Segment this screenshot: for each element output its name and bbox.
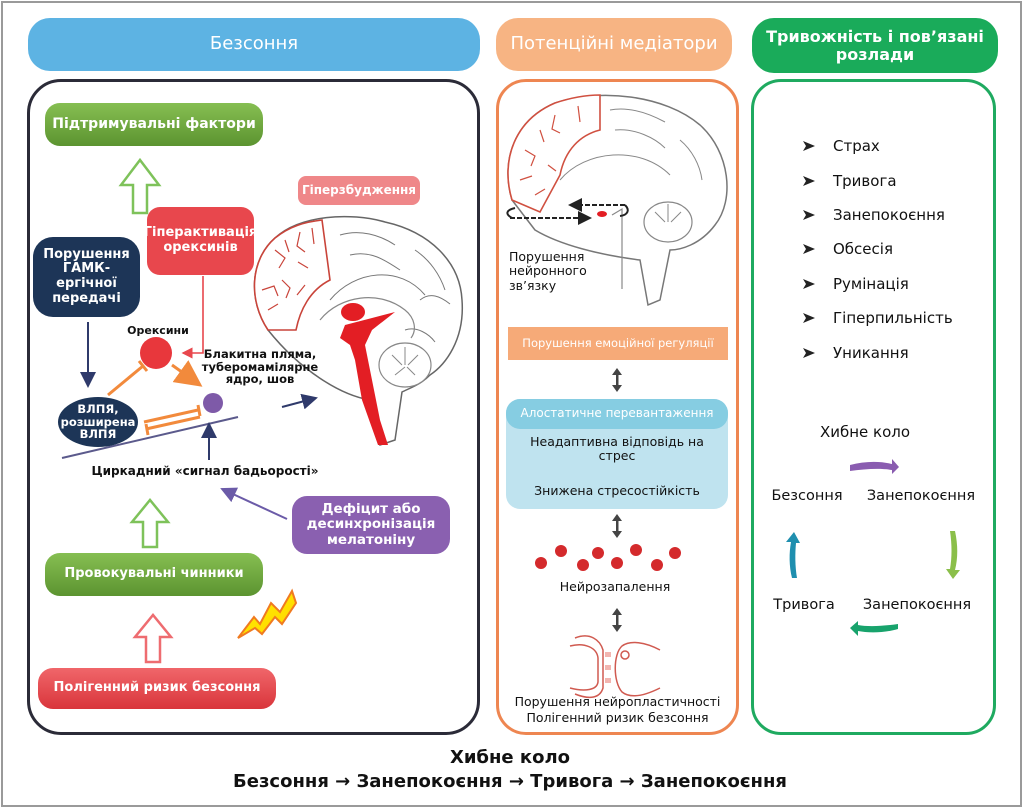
cycle-bottom-left: Тривога (773, 597, 835, 613)
arrowhead-bullet-icon (803, 313, 815, 323)
arrowhead-bullet-icon (803, 141, 815, 151)
footer-title: Хибне коло (449, 747, 571, 768)
arrowhead-bullet-icon (803, 348, 815, 358)
double-arrow-2 (612, 514, 622, 538)
neural-connectivity-label: Порушення нейронного зв’язку (509, 249, 587, 293)
anxiety-header: Тривожність і пов’язані розлади (752, 18, 998, 73)
list-item: Страх (803, 137, 880, 155)
maladaptive-response-label: Неадаптивна відповідь на стрес (530, 434, 704, 464)
polygenic-risk-box: Полігенний ризик безсоння (38, 668, 276, 709)
brain-illustration-mediators (506, 94, 728, 307)
vlpo-box: ВЛПЯ, розширена ВЛПЯ (58, 397, 138, 447)
hyperarousal-label: Гіперзбудження (298, 176, 420, 205)
cycle-bottom-right: Занепокоєння (862, 597, 972, 613)
list-item-label: Занепокоєння (833, 206, 945, 224)
arrowhead-bullet-icon (803, 210, 815, 220)
allostatic-load-box: Алостатичне перевантаження Неадаптивна в… (506, 399, 728, 509)
list-item-label: Уникання (833, 344, 909, 362)
list-item: Обсесія (803, 240, 893, 258)
cycle-top-left: Безсоння (771, 488, 843, 504)
list-item: Румінація (803, 275, 909, 293)
anxiety-panel (751, 79, 996, 735)
cycle-top-right: Занепокоєння (866, 488, 976, 504)
cycle-arrow-green (946, 531, 960, 579)
arrowhead-bullet-icon (803, 176, 815, 186)
up-arrow-maintaining (118, 157, 162, 215)
neuroplasticity-label: Порушення нейропластичності (514, 694, 721, 709)
cycle-title: Хибне коло (819, 423, 911, 441)
footer-sequence: Безсоння → Занепокоєння → Тривога → Зане… (233, 771, 787, 792)
mediators-panel (496, 79, 739, 735)
double-arrow-3 (612, 608, 622, 632)
precipitating-factors-box: Провокувальні чинники (45, 553, 263, 596)
synapse-illustration (569, 635, 661, 699)
arousal-nuclei-label: Блакитна пляма, туберомамілярне ядро, шо… (201, 347, 319, 387)
list-item-label: Страх (833, 137, 880, 155)
brain-illustration-insomnia (253, 215, 463, 446)
cycle-arrow-teal (850, 621, 898, 636)
list-item: Уникання (803, 344, 909, 362)
list-item-label: Гіперпильність (833, 309, 953, 327)
list-item: Тривога (803, 172, 897, 190)
arousal-nuclei-circle (203, 393, 223, 413)
insomnia-header: Безсоння (28, 18, 480, 71)
cycle-arrow-blue (786, 532, 800, 578)
lightning-bolt-icon (237, 588, 298, 639)
melatonin-deficit-box: Дефіцит або десинхронізація мелатоніну (292, 496, 450, 554)
gaba-disruption-box: Порушення ГАМК-ергічної передачі (33, 237, 140, 317)
orexin-circle (140, 337, 172, 369)
list-item: Гіперпильність (803, 309, 953, 327)
mediators-header: Потенційні медіатори (496, 18, 732, 71)
cycle-arrow-purple (850, 459, 899, 474)
up-arrow-polygenic (132, 613, 174, 664)
list-item-label: Обсесія (833, 240, 893, 258)
reduced-resilience-label: Знижена стресостійкість (534, 483, 700, 498)
up-arrow-precipitating (129, 498, 171, 549)
arrowhead-bullet-icon (803, 244, 815, 254)
list-item-label: Румінація (833, 275, 909, 293)
double-arrow-1 (612, 368, 622, 392)
insomnia-panel (27, 79, 480, 735)
allostatic-load-header: Алостатичне перевантаження (506, 399, 728, 429)
neuroinflammation-label: Нейрозапалення (559, 579, 671, 594)
arrowhead-bullet-icon (803, 279, 815, 289)
emotion-regulation-box: Порушення емоційної регуляції (508, 327, 728, 360)
neuroinflammation-dots (535, 544, 681, 571)
orexins-label: Орексини (127, 324, 189, 337)
orexin-hyperactivation-box: Гіперактивація орексинів (144, 207, 257, 275)
list-item-label: Тривога (833, 172, 897, 190)
mediators-polygenic-label: Полігенний ризик безсоння (526, 710, 709, 725)
maintaining-factors-box: Підтримувальні фактори (45, 103, 263, 146)
list-item: Занепокоєння (803, 206, 945, 224)
circadian-signal-label: Циркадний «сигнал бадьорості» (91, 464, 319, 478)
